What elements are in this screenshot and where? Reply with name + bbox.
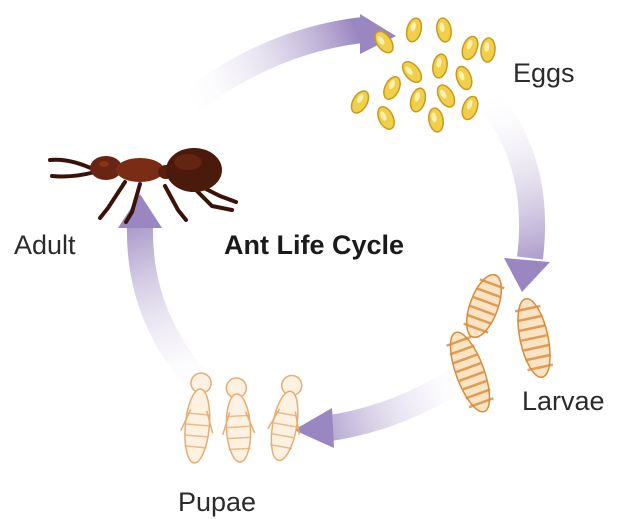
arrow-eggs-to-larvae — [484, 95, 550, 292]
arrow-larvae-to-pupae — [294, 372, 470, 448]
pupa — [220, 377, 256, 463]
egg — [459, 34, 480, 61]
egg — [480, 37, 496, 62]
egg — [399, 58, 425, 85]
egg — [459, 94, 480, 121]
eggs-label: Eggs — [513, 58, 575, 88]
pupa — [263, 373, 309, 463]
egg — [381, 74, 404, 102]
egg — [404, 17, 424, 44]
larva — [512, 296, 556, 380]
egg — [431, 53, 449, 79]
diagram-title: Ant Life Cycle — [224, 230, 404, 260]
larvae-label: Larvae — [522, 386, 605, 416]
pupae-illustration — [178, 372, 309, 464]
egg — [348, 88, 372, 116]
arrow-larvae-to-pupae-head — [294, 408, 334, 448]
larva — [460, 270, 509, 342]
arrow-pupae-to-adult — [118, 194, 206, 390]
egg — [434, 82, 458, 110]
egg — [427, 107, 445, 133]
egg — [435, 17, 453, 43]
pupa — [178, 372, 218, 464]
arrow-eggs-to-larvae-head — [504, 258, 550, 292]
adult-label: Adult — [14, 230, 76, 260]
egg — [453, 64, 474, 91]
egg — [375, 104, 398, 132]
pupae-label: Pupae — [178, 487, 256, 517]
egg — [408, 87, 428, 114]
